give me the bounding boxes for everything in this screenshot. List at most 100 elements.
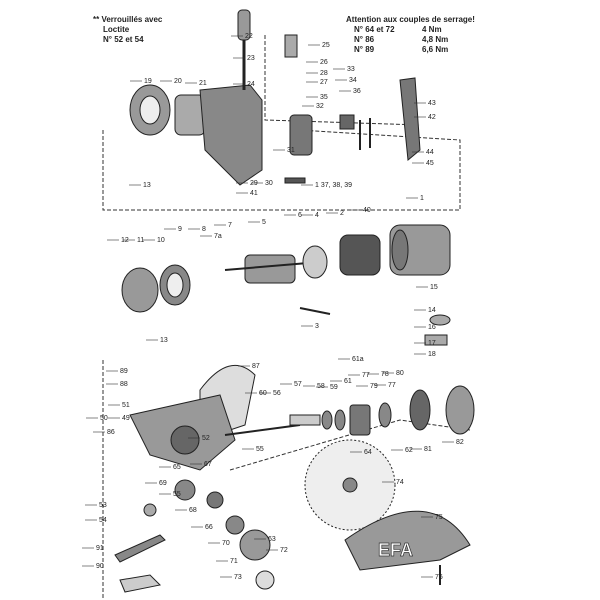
part-number-label: 78 [381,371,389,378]
part-number-label: 54 [99,517,107,524]
part-number-label: 12 [121,237,129,244]
part-number-label: 7 [228,222,232,229]
part-number-label: 69 [159,480,167,487]
part-number-label: 13 [143,182,151,189]
part-number-label: 24 [247,81,255,88]
part-number-label: 9 [178,226,182,233]
part-number-label: 55 [256,446,264,453]
part-number-label: 1 37, 38, 39 [315,182,352,189]
part-number-label: 61a [352,356,364,363]
part-number-label: 51 [122,402,130,409]
loctite-note: ** Verrouillés avec Loctite N° 52 et 54 [93,15,162,45]
part-5-armature [244,254,296,284]
torque-title: Attention aux couples de serrage! [346,15,475,24]
part-number-label: 77 [388,382,396,389]
torque-value: 4 Nm [422,25,442,34]
part-43-handle [399,77,421,161]
part-number-label: 11 [137,237,144,244]
part-number-label: 34 [349,77,357,84]
part-number-label: 5 [262,219,266,226]
part-number-label: 42 [428,114,436,121]
part-number-label: 4 [315,212,319,219]
part-number-label: 18 [428,351,436,358]
note-line: ** Verrouillés avec [93,15,163,24]
part-number-label: 25 [322,42,330,49]
part-number-label: 79 [370,383,378,390]
efa-logo: EFA [378,540,413,560]
gear-housing [199,84,263,186]
part-number-label: 57 [294,381,302,388]
part-25-switch [284,34,298,58]
part-number-label: 62 [405,447,413,454]
part-number-label: 7a [214,233,222,240]
part-number-label: 61 [344,378,352,385]
part-82-belts [445,385,475,435]
part-number-label: 33 [347,66,355,73]
part-number-label: 20 [174,78,182,85]
part-number-label: 16 [428,324,436,331]
part-number-label: 77 [362,372,370,379]
part-number-label: 82 [456,439,464,446]
part-number-label: 26 [320,59,328,66]
part-number-label: 60 [259,390,267,397]
part-number-label: 44 [426,149,434,156]
part-number-label: 30 [265,180,273,187]
part-number-label: 35 [320,94,328,101]
part-number-label: 66 [205,524,213,531]
part-number-label: 53 [99,502,107,509]
part-number-label: 90 [96,563,104,570]
torque-part: N° 89 [354,45,375,54]
torque-part: N° 64 et 72 [354,25,395,34]
part-57-shaft [289,414,321,426]
part-2-stator [339,234,381,276]
part-number-label: 76 [435,574,443,581]
part-number-label: 59 [330,384,338,391]
torque-value: 6,6 Nm [422,45,449,54]
part-number-label: 80 [396,370,404,377]
part-number-label: 19 [144,78,152,85]
part-number-label: 81 [424,446,432,453]
part-34 [339,114,355,130]
part-number-label: 72 [280,547,288,554]
part-number-label: 29 [250,180,258,187]
part-number-label: 89 [120,368,128,375]
part-number-label: 13 [160,337,168,344]
part-12-end-cap [121,267,159,313]
part-number-label: 56 [273,390,281,397]
part-number-label: 87 [252,363,260,370]
part-90-wrench [119,574,162,593]
part-number-label: 70 [222,540,230,547]
part-number-label: 21 [199,80,207,87]
part-number-label: 86 [107,429,115,436]
part-number-label: 55 [173,491,181,498]
part-number-label: 58 [317,383,325,390]
note-line: N° 52 et 54 [103,35,144,44]
part-number-label: 88 [120,381,128,388]
part-number-label: 8 [202,226,206,233]
part-31-trigger [289,114,313,156]
part-number-label: 40 [363,207,371,214]
part-75-cover [344,510,471,571]
note-line: Loctite [103,25,130,34]
part-number-label: 1 [420,195,424,202]
part-number-label: 27 [320,79,328,86]
part-number-label: 50 [100,415,108,422]
part-number-label: 64 [364,449,372,456]
torque-value: 4,8 Nm [422,35,449,44]
part-number-label: 17 [428,340,436,347]
part-number-label: 28 [320,70,328,77]
part-number-label: 2 [340,210,344,217]
part-number-label: 73 [234,574,242,581]
parts-drawings: EFA [114,9,475,593]
torque-part: N° 86 [354,35,375,44]
part-number-label: 15 [430,284,438,291]
part-number-label: 91 [96,545,104,552]
part-number-label: 71 [230,558,238,565]
part-number-label: 6 [298,212,302,219]
part-number-label: 68 [189,507,197,514]
part-number-label: 49 [122,415,130,422]
part-number-label: 45 [426,160,434,167]
